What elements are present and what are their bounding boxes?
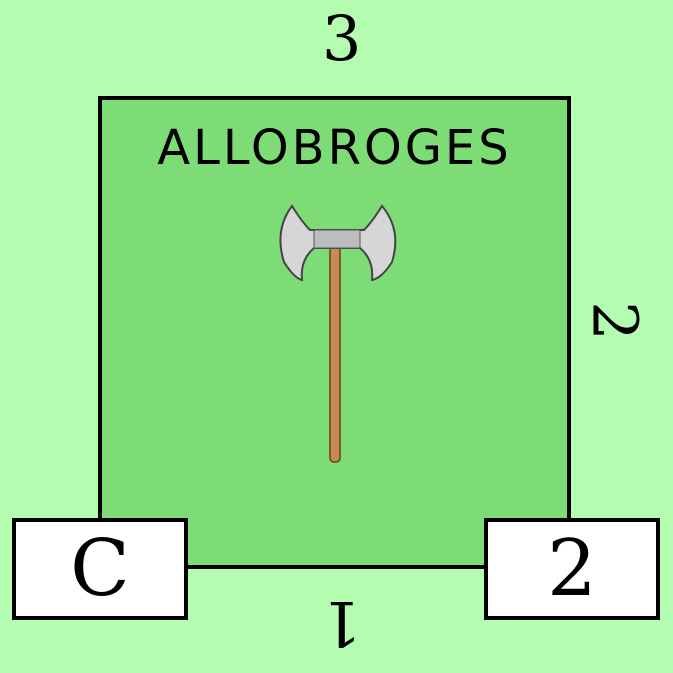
corner-label-right: 2	[484, 518, 660, 620]
tribe-card[interactable]: ALLOBROGES	[98, 96, 571, 569]
corner-label-left: C	[12, 518, 188, 620]
tribe-name: ALLOBROGES	[157, 120, 512, 176]
edge-value-top: 3	[322, 2, 362, 75]
battle-axe-icon	[279, 204, 397, 463]
edge-value-bottom: 1	[322, 587, 362, 660]
edge-value-right: 2	[578, 301, 652, 341]
